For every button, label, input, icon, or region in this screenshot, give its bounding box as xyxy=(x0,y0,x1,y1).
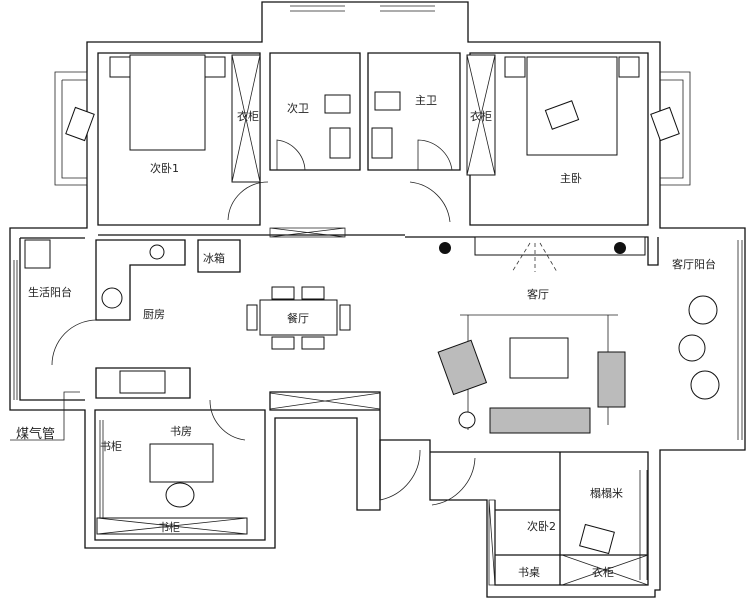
label-bedroom1: 次卧1 xyxy=(150,161,179,175)
dining-chairs xyxy=(246,286,351,350)
balcony-furniture xyxy=(678,295,720,400)
label-second-bathroom: 次卫 xyxy=(287,101,309,115)
label-wardrobe-master: 衣柜 xyxy=(470,109,492,123)
bed-bedroom1 xyxy=(129,54,206,151)
toilet-icon xyxy=(324,94,351,114)
armchair-icon xyxy=(437,339,488,396)
pillow-icon xyxy=(579,523,615,555)
label-master-bedroom: 主卧 xyxy=(560,172,582,185)
label-tatami: 榻榻米 xyxy=(590,486,623,500)
label-fridge: 冰箱 xyxy=(203,251,225,265)
label-bedroom2: 次卧2 xyxy=(527,519,556,533)
label-desk: 书桌 xyxy=(518,566,540,579)
door-swings xyxy=(51,139,476,506)
label-wardrobe-left: 衣柜 xyxy=(237,109,259,123)
label-gas-pipe: 煤气管 xyxy=(16,426,55,442)
wardrobe-south-icon xyxy=(488,499,649,586)
label-study: 书房 xyxy=(170,425,192,438)
floor-lamp-icon xyxy=(458,411,476,429)
sink-icon xyxy=(371,127,393,159)
label-master-bathroom: 主卫 xyxy=(415,94,437,107)
label-living: 客厅 xyxy=(527,287,549,301)
bookcase-study-icon xyxy=(96,517,248,535)
pillow-icon xyxy=(650,106,680,142)
study-chair xyxy=(165,482,195,508)
dining-table xyxy=(259,299,338,336)
nightstand-icon xyxy=(204,56,226,78)
sink-icon xyxy=(329,127,351,159)
wardrobe-master-icon xyxy=(466,54,496,176)
water-heater-icon xyxy=(149,244,165,260)
bookcase-corridor-icon xyxy=(269,227,381,410)
gas-pipe-leader xyxy=(10,391,80,441)
pillow-icon xyxy=(544,100,580,130)
sofa-icon xyxy=(489,407,591,434)
label-bookcase-side: 书柜 xyxy=(100,440,122,453)
label-living-balcony: 客厅阳台 xyxy=(672,257,716,271)
windows xyxy=(13,5,743,580)
nightstand-icon xyxy=(109,56,131,78)
label-wardrobe-south: 衣柜 xyxy=(592,565,614,579)
tv-cabinet xyxy=(474,236,646,256)
exterior-walls xyxy=(9,1,746,598)
study-desk xyxy=(149,443,214,483)
wardrobe-left-icon xyxy=(231,54,261,183)
plant-icon xyxy=(439,242,626,254)
toilet-icon xyxy=(374,91,401,111)
coffee-table xyxy=(509,337,569,379)
stove-icon xyxy=(119,370,166,394)
side-sofa-icon xyxy=(597,351,626,408)
label-utility-balcony: 生活阳台 xyxy=(28,285,72,299)
washing-machine-icon xyxy=(24,239,51,269)
nightstand-icon xyxy=(618,56,640,78)
label-dining: 餐厅 xyxy=(287,311,309,325)
label-kitchen: 厨房 xyxy=(143,308,165,321)
nightstand-icon xyxy=(504,56,526,78)
kitchen-sink-icon xyxy=(101,287,123,309)
label-bookcase-bottom: 书柜 xyxy=(158,521,180,534)
tv-projection xyxy=(511,242,558,273)
pillow-icon xyxy=(65,106,95,142)
